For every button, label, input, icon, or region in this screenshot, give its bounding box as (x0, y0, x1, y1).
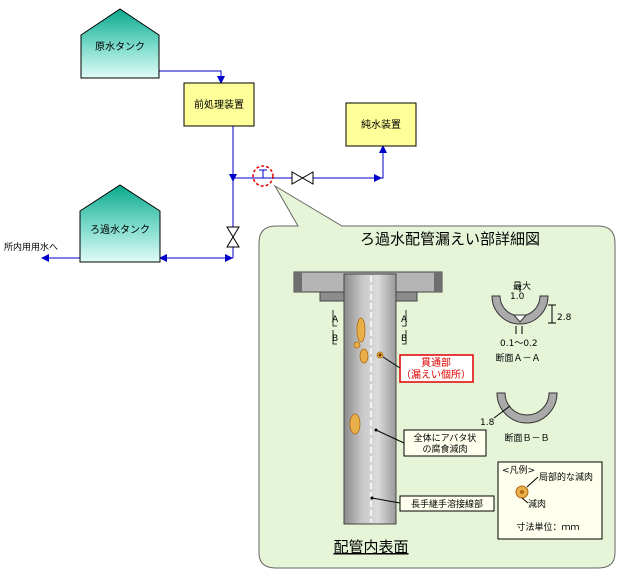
weld-line-callout: 長手継手溶接線部 (370, 495, 495, 512)
flow-arrow-right-2 (374, 174, 382, 182)
section-aa-max-value: 1.0 (510, 292, 525, 302)
leak-location-label: （漏えい個所） (401, 368, 471, 381)
leak-location-marker (252, 165, 274, 187)
section-bb-caption: 断面Ｂ－Ｂ (504, 432, 549, 444)
plant-use-label: 所内用用水へ (4, 241, 58, 253)
section-aa-max-label: 最大 (513, 280, 531, 292)
pretreatment-label: 前処理装置 (194, 98, 244, 111)
pipe-lines (41, 70, 387, 262)
detail-title: ろ過水配管漏えい部詳細図 (360, 230, 540, 248)
legend-unit-label: 寸法単位：ｍｍ (516, 521, 579, 533)
section-a-left: A (332, 315, 339, 325)
pure-water-label: 純水装置 (361, 118, 401, 131)
corrosion-label-1: 全体にアバタ状 (414, 432, 477, 444)
pipe-inner-surface (343, 273, 397, 525)
section-b-right: B (401, 334, 407, 344)
section-b-left: B (332, 334, 338, 344)
valve-vertical (226, 226, 240, 248)
detail-subtitle: 配管内表面 (333, 538, 408, 556)
section-a-right: A (401, 315, 408, 325)
weld-line-label: 長手継手溶接線部 (411, 498, 483, 510)
section-aa-drawing (491, 284, 556, 334)
corrosion-callout: 全体にアバタ状 の腐食減肉 (374, 428, 487, 457)
filtered-water-tank: ろ過水タンク (79, 184, 161, 263)
legend-local-label: 局部的な減肉 (539, 471, 593, 483)
pure-water-unit: 純水装置 (345, 102, 417, 147)
legend-thinning-label: 減肉 (528, 498, 546, 510)
raw-water-tank: 原水タンク (80, 8, 160, 79)
flow-arrow-right (225, 254, 233, 262)
corrosion-spots (349, 317, 384, 435)
section-bb-value: 1.8 (480, 418, 495, 428)
through-hole-callout: 貫通部 （漏えい個所） (382, 354, 474, 383)
flow-arrow-down (229, 174, 237, 182)
legend-swatch-thinning (520, 490, 524, 494)
raw-water-tank-label: 原水タンク (95, 41, 145, 53)
section-aa-thickness: 2.8 (557, 313, 572, 323)
section-markers (332, 310, 407, 345)
through-hole-label: 貫通部 (421, 356, 451, 369)
legend-box (497, 461, 603, 540)
valve-horizontal (291, 171, 314, 185)
section-aa-caption: 断面Ａ－Ａ (495, 352, 540, 364)
legend-title: <凡例> (502, 464, 535, 476)
flow-arrow-left (159, 254, 167, 262)
pretreatment-unit: 前処理装置 (183, 82, 255, 127)
through-hole-point (378, 353, 382, 357)
filtered-water-tank-label: ろ過水タンク (90, 224, 150, 236)
corrosion-label-2: の腐食減肉 (422, 443, 467, 455)
section-bb-drawing (493, 392, 558, 424)
section-aa-range: 0.1～0.2 (500, 339, 538, 349)
